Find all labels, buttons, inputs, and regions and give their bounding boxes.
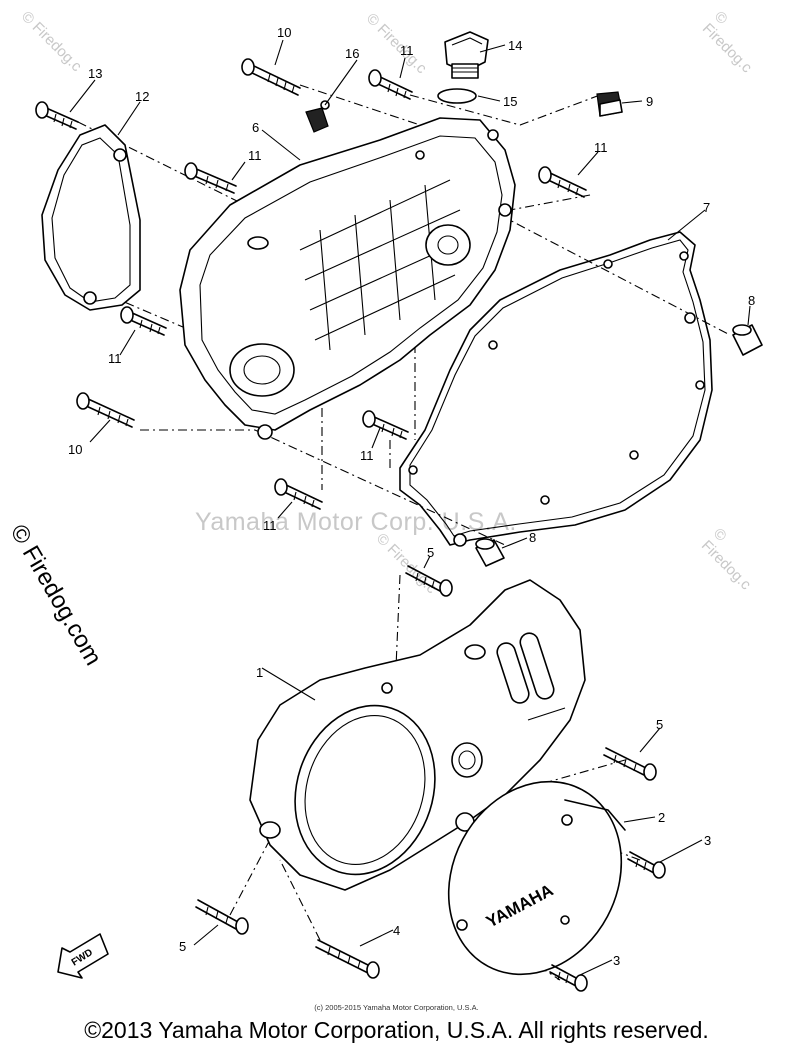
bolt-11-center [362, 410, 409, 440]
crankcase-cover-outer [249, 579, 586, 891]
bolt-11-bottom [274, 478, 323, 510]
callout-11-left-mid: 11 [108, 351, 122, 366]
callout-7: 7 [703, 200, 710, 215]
clutch-cover: YAMAHA [447, 780, 626, 976]
callout-13: 13 [88, 66, 102, 81]
bolt-3-top [627, 851, 666, 879]
crankcase-gasket [399, 231, 713, 547]
crankcase-cover-inner [179, 117, 516, 440]
callout-9: 9 [646, 94, 653, 109]
callout-11-bottom: 11 [263, 518, 277, 533]
callout-11-right: 11 [594, 140, 608, 155]
callout-5-top: 5 [427, 545, 434, 560]
bolts [35, 58, 666, 992]
bolt-5-top [405, 565, 453, 597]
bolt-11-left-mid [120, 306, 167, 336]
callout-11-center: 11 [360, 448, 374, 463]
callout-3-upper: 3 [704, 833, 711, 848]
bolt-5-left [195, 899, 249, 935]
fwd-arrow-icon: FWD [57, 933, 109, 979]
watermark-center: Yamaha Motor Corp. U.S.A. [195, 508, 517, 536]
bolt-3-bottom [549, 964, 588, 992]
bolt-11-top [368, 69, 413, 100]
callout-5-left: 5 [179, 939, 186, 954]
bolt-10-top [241, 58, 301, 96]
callout-10-left: 10 [68, 442, 82, 457]
bolt-5-right [603, 747, 657, 781]
footer-copyright: ©2013 Yamaha Motor Corporation, U.S.A. A… [84, 1017, 709, 1043]
leader-lines [69, 39, 751, 976]
callout-numbers: 1 2 3 3 4 5 5 5 6 7 8 8 9 10 10 11 11 11… [68, 25, 755, 968]
drain-plug [596, 91, 623, 117]
callout-10-top: 10 [277, 25, 291, 40]
callout-5-right: 5 [656, 717, 663, 732]
callout-6: 6 [252, 120, 259, 135]
callout-1: 1 [256, 665, 263, 680]
callout-12: 12 [135, 89, 149, 104]
callout-16: 16 [345, 46, 359, 61]
callout-8-upper: 8 [748, 293, 755, 308]
bolt-11-left [184, 162, 237, 194]
bolt-4 [315, 939, 380, 979]
dowel-pin-upper [732, 324, 763, 356]
callout-2: 2 [658, 810, 665, 825]
callout-11-left: 11 [248, 148, 262, 163]
wire-clamp [305, 107, 329, 133]
bolt-10-left [76, 392, 135, 428]
bolt-13 [35, 101, 79, 130]
oil-filler-cap [444, 31, 489, 79]
callout-8-lower: 8 [529, 530, 536, 545]
callout-14: 14 [508, 38, 522, 53]
callout-11-top: 11 [400, 43, 414, 58]
dowel-pin-lower [475, 538, 505, 567]
bolt-11-right [538, 166, 587, 198]
callout-15: 15 [503, 94, 517, 109]
small-copyright-line: (c) 2005-2015 Yamaha Motor Corporation, … [314, 1003, 479, 1012]
o-ring [437, 88, 477, 104]
callout-3-lower: 3 [613, 953, 620, 968]
inspection-cover-left [41, 124, 141, 311]
callout-4: 4 [393, 923, 400, 938]
